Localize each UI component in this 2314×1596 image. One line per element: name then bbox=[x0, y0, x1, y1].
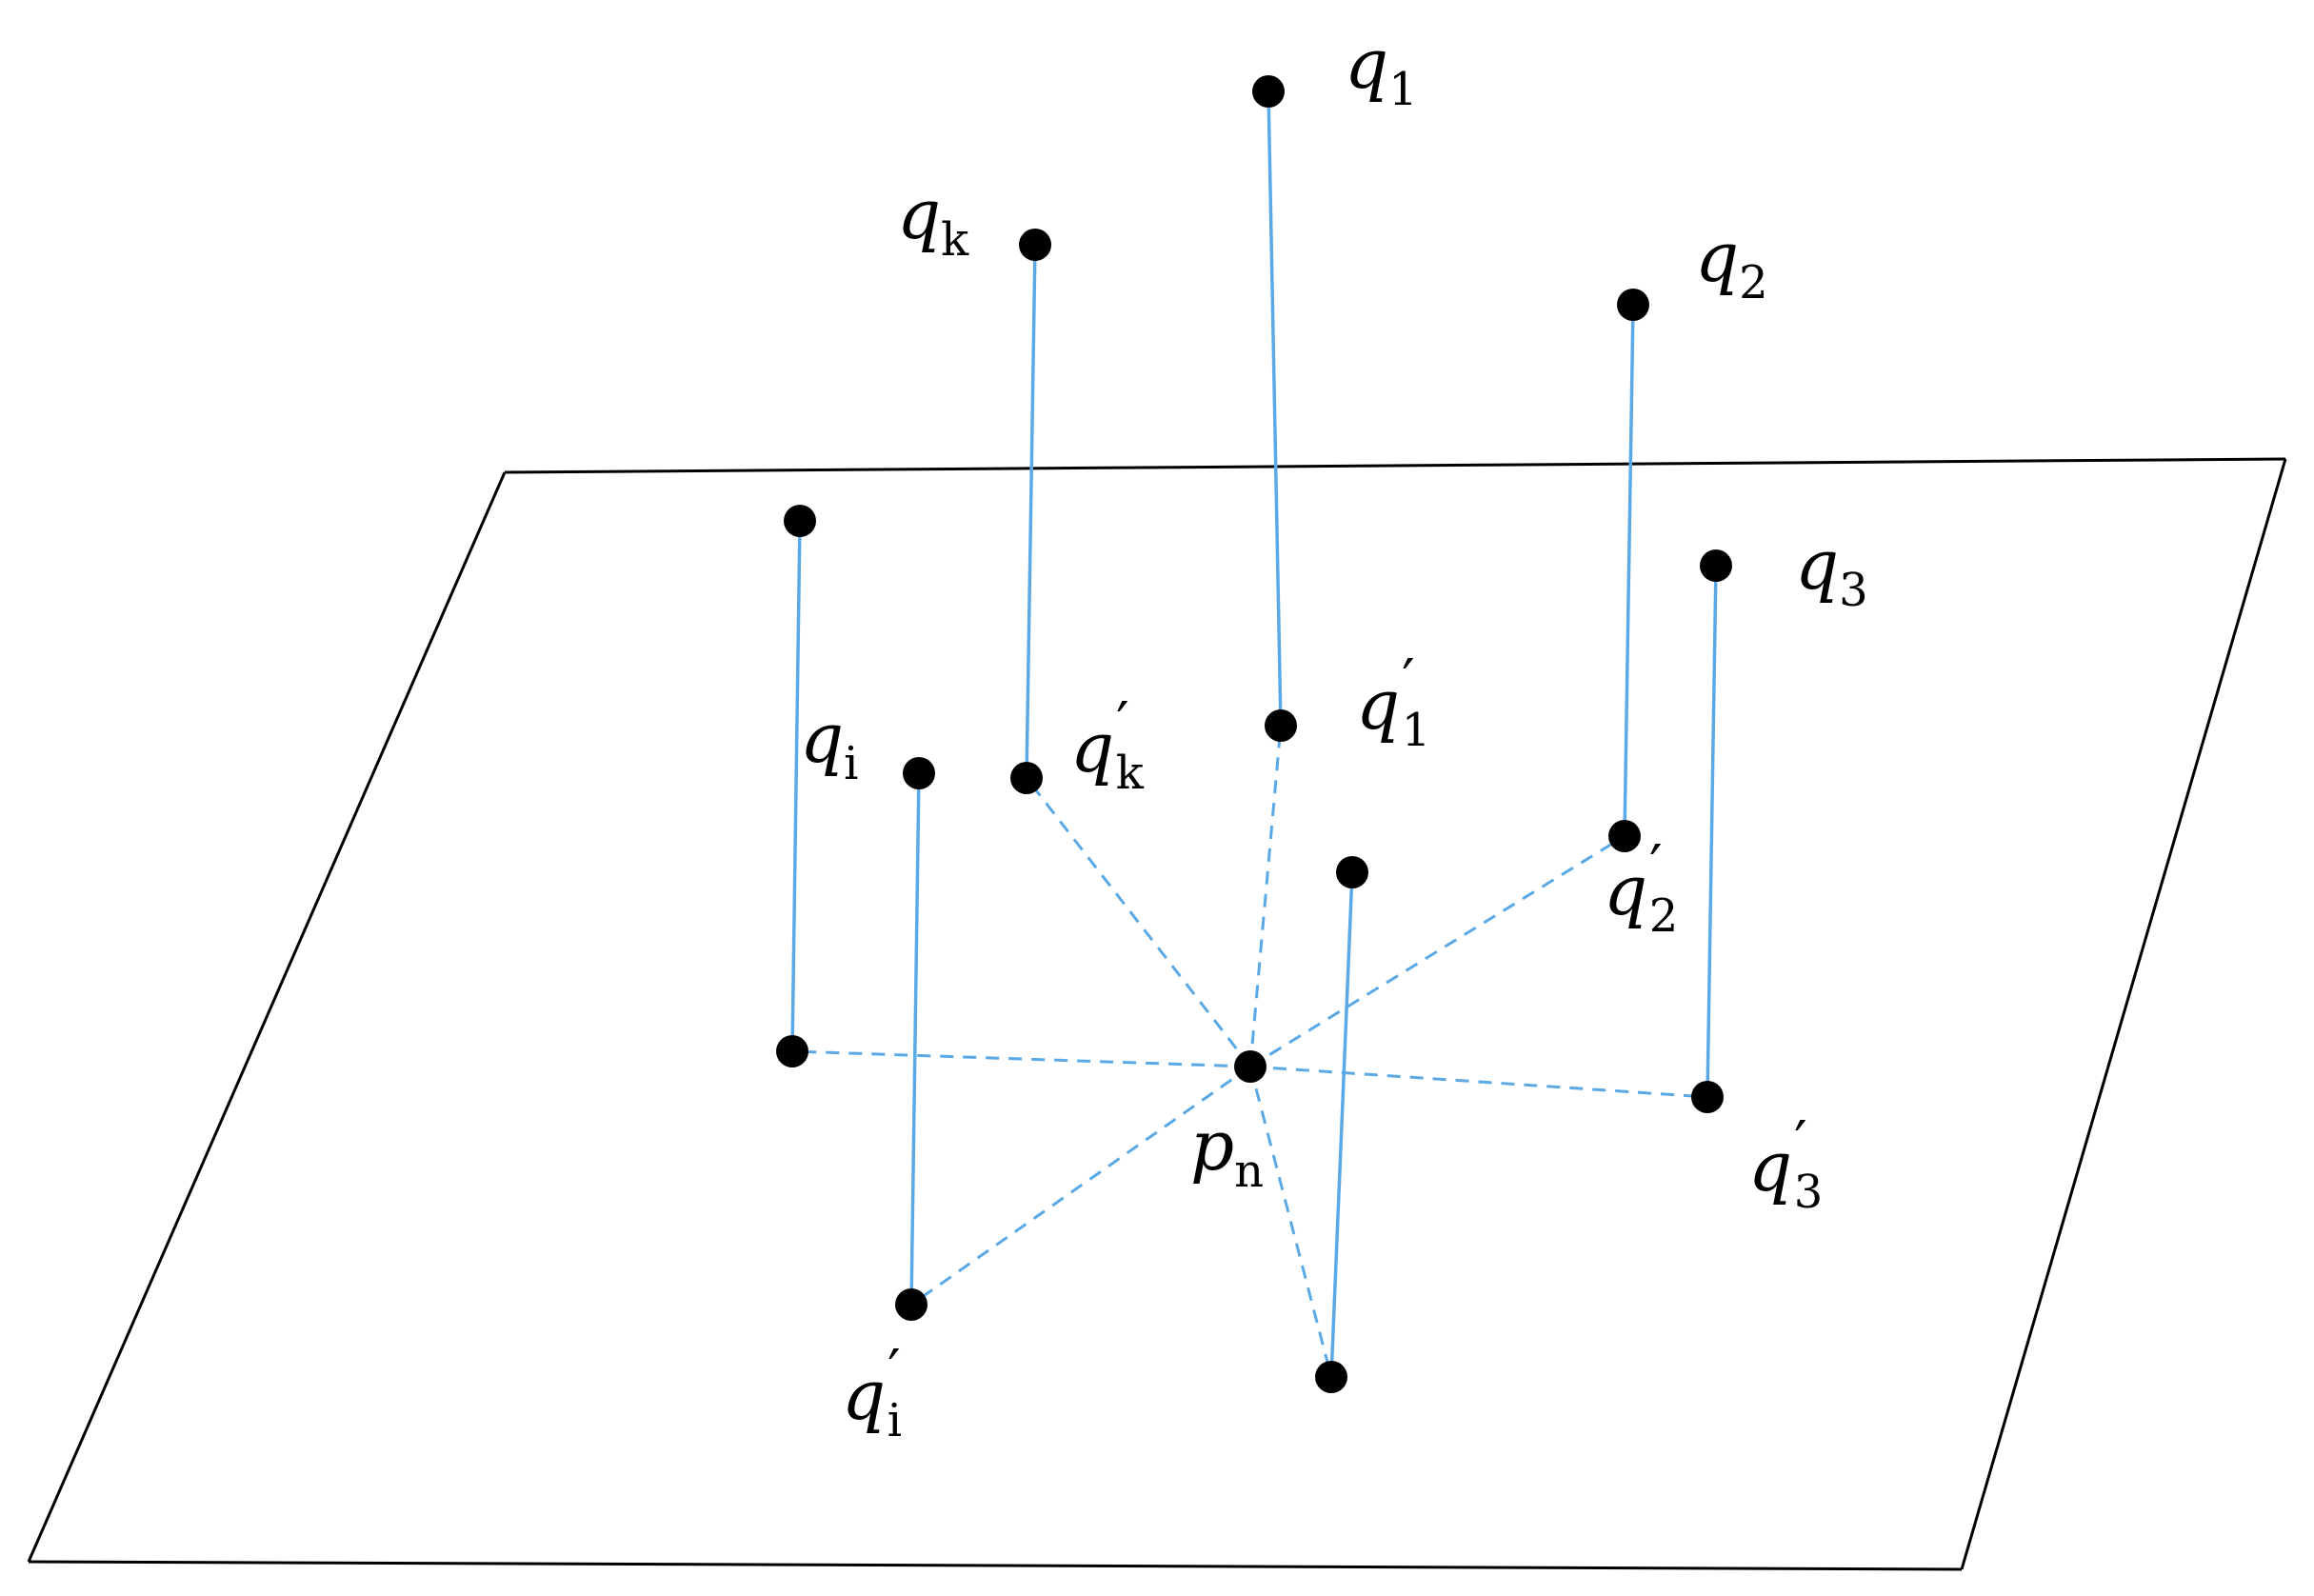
dashed-link-bottom bbox=[1248, 1066, 1333, 1378]
neighbor-links bbox=[791, 725, 1708, 1378]
label-q1: q1 bbox=[1345, 24, 1418, 116]
plane-edge-right bbox=[1960, 458, 2287, 1570]
point-q1 bbox=[1252, 75, 1285, 108]
label-q1-prime: q′1 bbox=[1356, 648, 1430, 757]
label-qk: qk bbox=[897, 174, 969, 267]
points bbox=[776, 75, 1732, 1393]
label-q3: q3 bbox=[1795, 525, 1868, 617]
label-q3-prime: q′3 bbox=[1748, 1109, 1823, 1219]
point-qip bbox=[895, 1288, 928, 1321]
label-pn: pn bbox=[1190, 1106, 1264, 1198]
projection-lines bbox=[790, 90, 1718, 1378]
projection-line-q2 bbox=[1623, 304, 1635, 837]
point-q2 bbox=[1617, 289, 1649, 321]
plane-edge-bottom bbox=[28, 1560, 1963, 1571]
point-center-upper bbox=[1336, 856, 1368, 888]
plane bbox=[27, 457, 2287, 1571]
dashed-link-q1p bbox=[1248, 725, 1283, 1067]
projection-line-qk bbox=[1025, 244, 1037, 779]
label-qi-prime: q′i bbox=[842, 1338, 902, 1447]
labels: q1 qk q2 q3 qi q′k q′1 q′2 q′3 q′i pn bbox=[800, 24, 1868, 1447]
point-upper-left bbox=[784, 505, 816, 537]
dashed-link-qkp bbox=[1025, 777, 1252, 1067]
point-qkp bbox=[1010, 762, 1043, 794]
point-qk bbox=[1019, 229, 1051, 261]
point-q1p bbox=[1265, 709, 1297, 742]
label-qk-prime: q′k bbox=[1070, 690, 1145, 800]
point-left-projected bbox=[776, 1035, 808, 1067]
label-q2: q2 bbox=[1695, 217, 1768, 309]
point-pn bbox=[1234, 1050, 1267, 1083]
point-qi bbox=[903, 757, 935, 789]
dashed-link-left bbox=[791, 1049, 1251, 1068]
plane-edge-left bbox=[27, 471, 507, 1563]
point-bottom-projected bbox=[1315, 1361, 1347, 1393]
label-q2-prime: q′2 bbox=[1604, 833, 1678, 943]
plane-edge-top bbox=[504, 457, 2286, 474]
projection-line-upper-left bbox=[790, 520, 802, 1052]
projection-line-q3 bbox=[1706, 565, 1718, 1098]
point-q3 bbox=[1700, 549, 1732, 582]
dashed-link-q3p bbox=[1249, 1065, 1708, 1099]
point-q2p bbox=[1608, 820, 1641, 852]
projection-line-center bbox=[1329, 871, 1354, 1378]
projection-line-qi bbox=[909, 772, 921, 1306]
label-qi: qi bbox=[800, 698, 858, 790]
dashed-link-qip bbox=[910, 1065, 1251, 1307]
dashed-link-q2p bbox=[1249, 834, 1626, 1068]
point-q3p bbox=[1691, 1081, 1724, 1113]
projection-line-q1 bbox=[1267, 90, 1283, 727]
